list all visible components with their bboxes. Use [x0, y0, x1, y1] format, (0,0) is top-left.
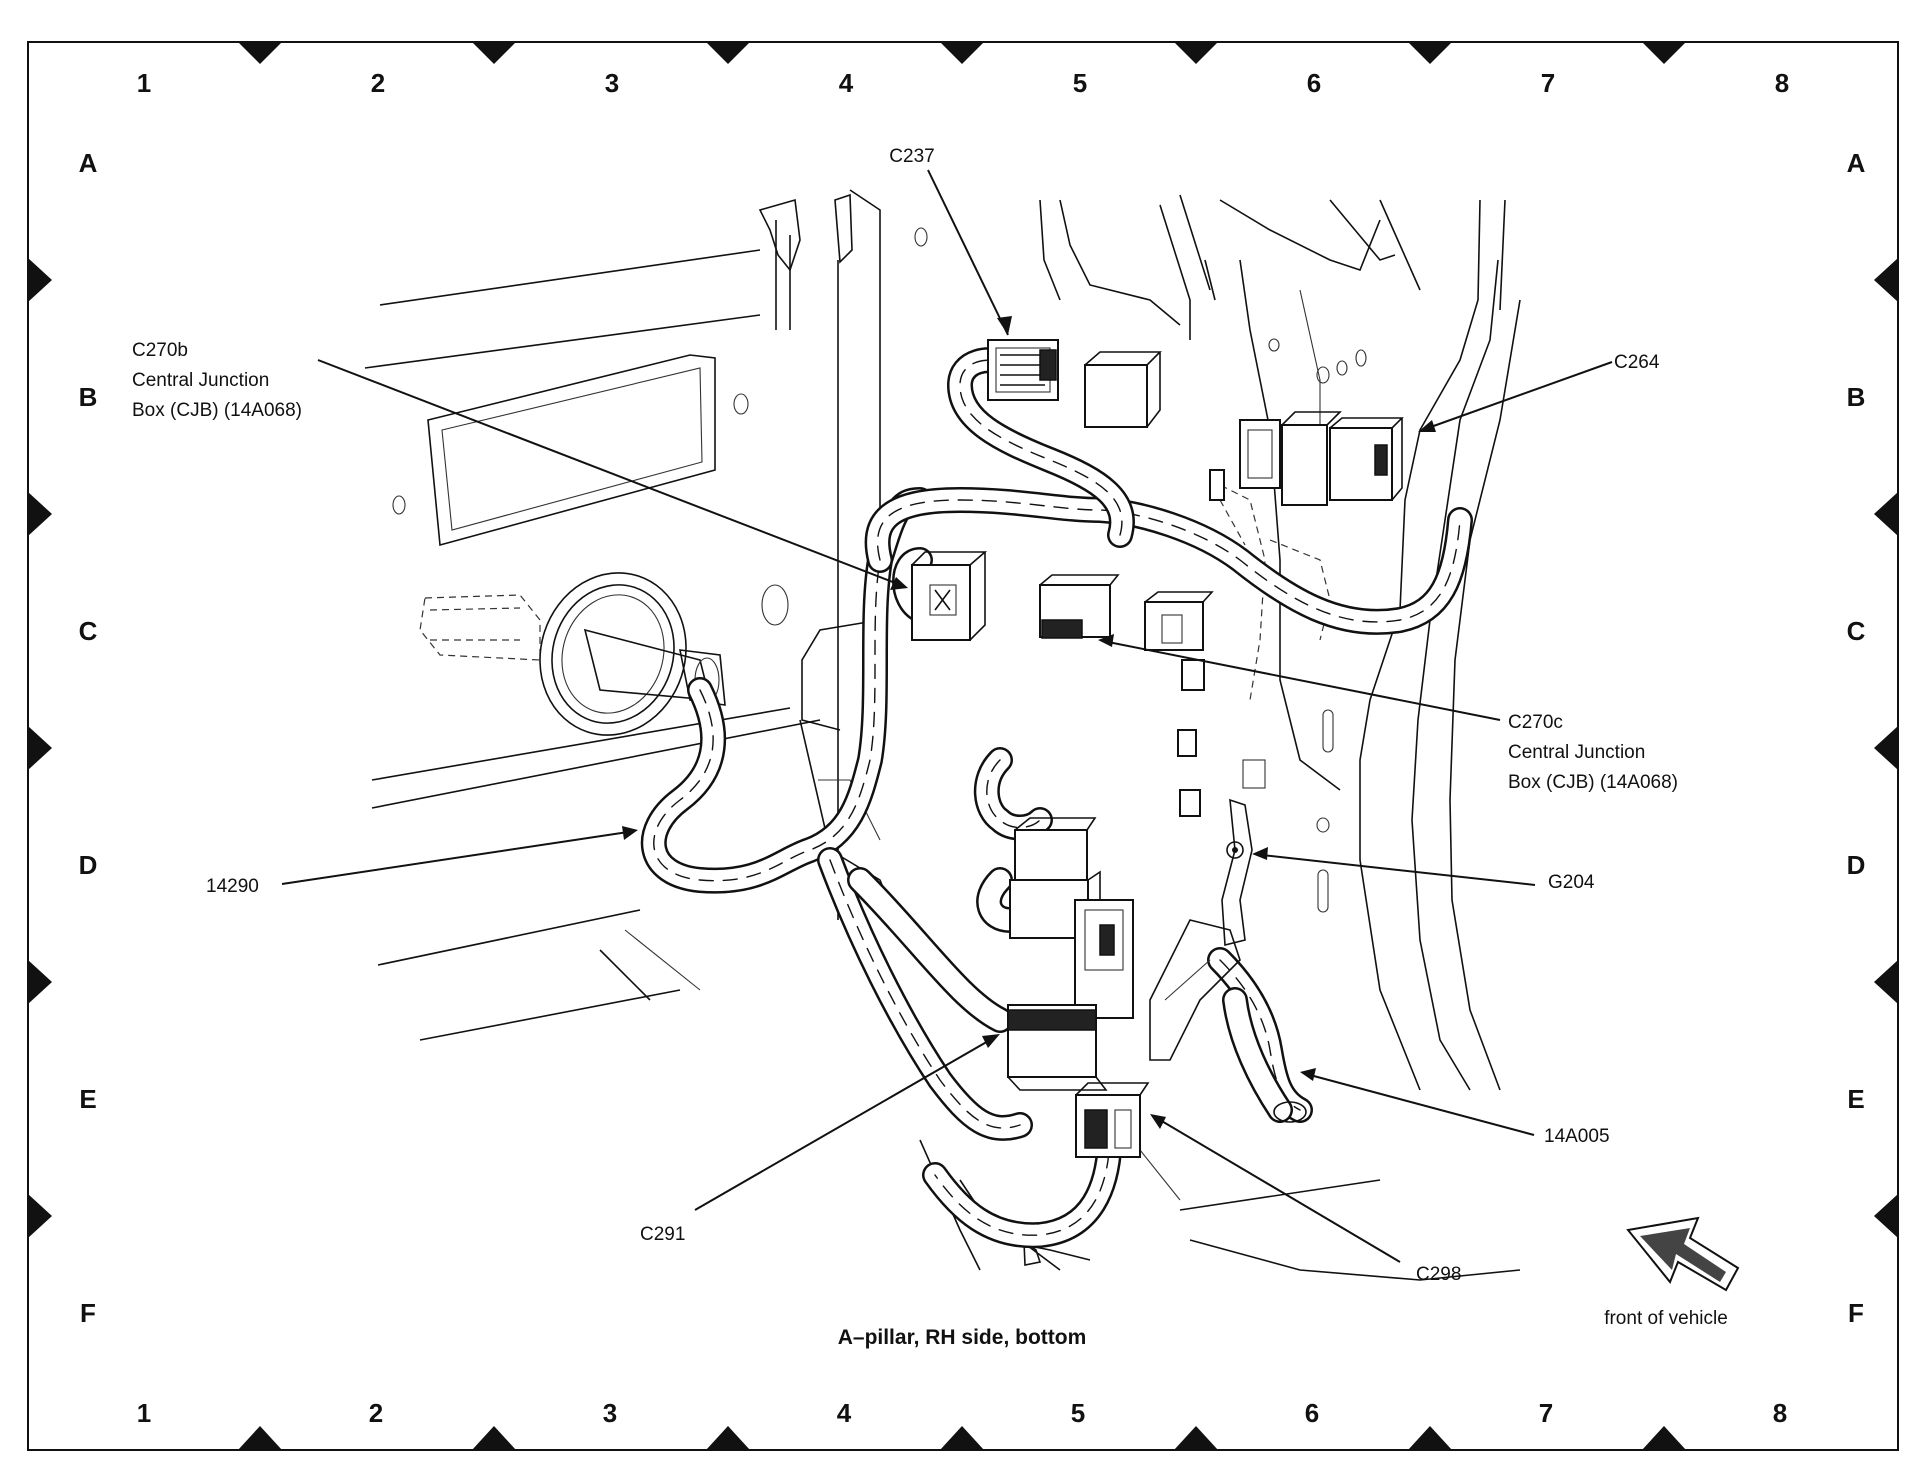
label-c270b-desc: Central Junction: [132, 370, 269, 391]
connectors: [911, 339, 1404, 1158]
grid-col-6: 6: [1307, 68, 1321, 98]
grid-markers-bottom: [238, 1426, 1686, 1450]
grid-row-b: B: [79, 382, 98, 412]
grid-col-3: 3: [605, 68, 619, 98]
grid-col-5-bottom: 5: [1071, 1398, 1085, 1428]
grid-row-f: F: [80, 1298, 96, 1328]
grid-markers-left: [28, 258, 52, 1238]
grid-row-a: A: [79, 148, 98, 178]
grid-row-b-right: B: [1847, 382, 1866, 412]
grid-col-7: 7: [1541, 68, 1555, 98]
connector-c270c: [1039, 574, 1214, 651]
diagram-caption: A–pillar, RH side, bottom: [838, 1326, 1087, 1349]
connector-c270b: [911, 551, 988, 641]
label-c264: C264: [1614, 352, 1660, 373]
grid-col-2: 2: [371, 68, 385, 98]
label-c270c-id: C270c: [1508, 712, 1563, 733]
grid-markers-top: [238, 42, 1686, 64]
relay-block-top: [1084, 351, 1162, 428]
label-c237: C237: [889, 146, 934, 167]
grid-row-f-right: F: [1848, 1298, 1864, 1328]
grid-row-e: E: [79, 1084, 96, 1114]
callout-labels: C237 C270b Central Junction Box (CJB) (1…: [132, 146, 1678, 1285]
grid-row-c: C: [79, 616, 98, 646]
grid-rows-left: A B C D E F: [79, 148, 98, 1328]
grid-row-c-right: C: [1847, 616, 1866, 646]
grid-col-5: 5: [1073, 68, 1087, 98]
label-g204: G204: [1548, 872, 1595, 893]
label-14a005: 14A005: [1544, 1126, 1610, 1147]
cjb-dashed-outline: [1209, 479, 1331, 701]
grid-col-2-bottom: 2: [369, 1398, 383, 1428]
grid-col-7-bottom: 7: [1539, 1398, 1553, 1428]
grid-col-1: 1: [137, 68, 151, 98]
front-of-vehicle-arrow-icon: [1626, 1216, 1740, 1292]
label-c270c-desc: Central Junction: [1508, 742, 1645, 763]
connector-c291: [1007, 1004, 1108, 1091]
grid-columns-top: 1 2 3 4 5 6 7 8: [137, 68, 1789, 98]
grid-col-8: 8: [1775, 68, 1789, 98]
grid-row-a-right: A: [1847, 148, 1866, 178]
grid-col-6-bottom: 6: [1305, 1398, 1319, 1428]
grid-row-e-right: E: [1847, 1084, 1864, 1114]
leader-lines: [281, 169, 1613, 1263]
grid-col-8-bottom: 8: [1773, 1398, 1787, 1428]
grid-markers-right: [1874, 258, 1898, 1238]
connector-c298: [1075, 1082, 1150, 1158]
grid-col-4: 4: [839, 68, 854, 98]
wiring-harness-main: [640, 347, 1473, 1249]
grommet: [419, 572, 726, 736]
grid-col-3-bottom: 3: [603, 1398, 617, 1428]
grid-columns-bottom: 1 2 3 4 5 6 7 8: [137, 1398, 1787, 1428]
label-c298: C298: [1416, 1264, 1461, 1285]
label-14290: 14290: [206, 876, 259, 897]
connector-c264: [1239, 411, 1404, 506]
label-c270b-id: C270b: [132, 340, 188, 361]
label-front-of-vehicle: front of vehicle: [1604, 1308, 1728, 1329]
ground-g204: [1149, 798, 1253, 1061]
connector-small-right: [1177, 469, 1225, 817]
label-c270c-part: Box (CJB) (14A068): [1508, 772, 1678, 793]
grid-rows-right: A B C D E F: [1847, 148, 1866, 1328]
grid-row-d: D: [79, 850, 98, 880]
connector-mid-stack: [1009, 817, 1134, 1019]
grid-col-4-bottom: 4: [837, 1398, 852, 1428]
grid-col-1-bottom: 1: [137, 1398, 151, 1428]
label-c270b-part: Box (CJB) (14A068): [132, 400, 302, 421]
connector-c237: [987, 339, 1059, 401]
vehicle-body-outline: [364, 189, 1521, 1281]
label-c291: C291: [640, 1224, 685, 1245]
grid-row-d-right: D: [1847, 850, 1866, 880]
